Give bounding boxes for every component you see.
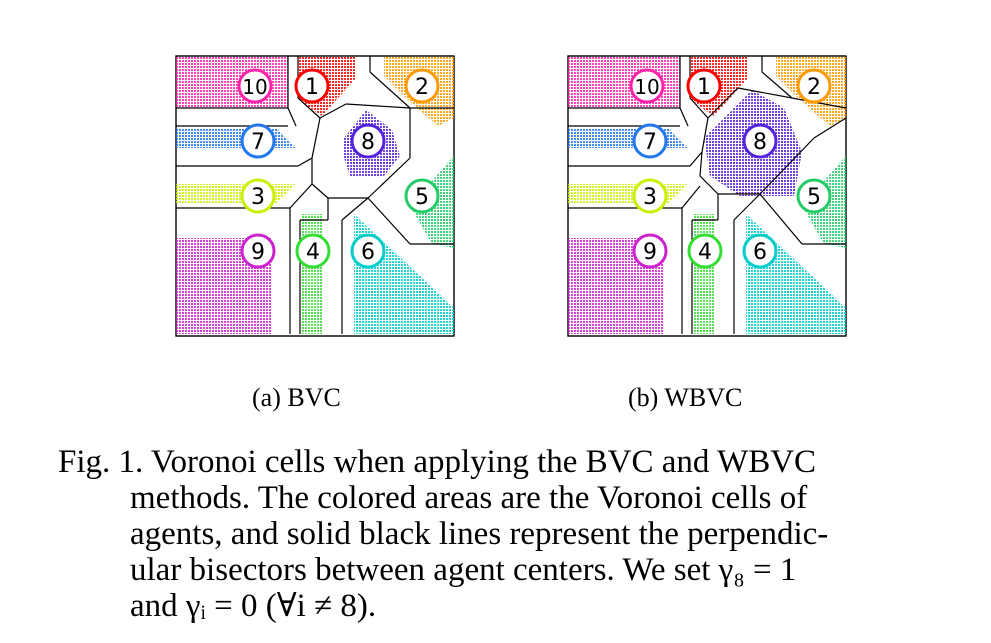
- agent-label-6: 6: [753, 240, 767, 265]
- subcaption-b: (b) WBVC: [628, 383, 743, 412]
- agent-label-8: 8: [753, 130, 767, 155]
- agent-circle-3: [240, 178, 276, 214]
- bisector-line: [341, 197, 369, 221]
- agent-label-2: 2: [415, 75, 429, 100]
- panel-b-wbvc: 1 2 3 4 5 6 7 8 9 10: [567, 55, 847, 337]
- bisector-line: [813, 117, 847, 139]
- agent-circle-9: [240, 233, 276, 269]
- bisector-line: [791, 97, 847, 109]
- bisector-line: [737, 87, 793, 99]
- agent-circle-9: [632, 233, 668, 269]
- agent-circle-2: [404, 68, 440, 104]
- voronoi-cell-agent-7: [568, 128, 688, 148]
- agent-circle-5: [796, 178, 832, 214]
- bisector-line: [679, 107, 689, 127]
- agent-circle-7: [240, 123, 276, 159]
- agent-circle-7: [632, 123, 668, 159]
- bisector-line: [699, 151, 703, 177]
- caption-line-2: methods. The colored areas are the Voron…: [130, 480, 808, 516]
- agent-label-9: 9: [643, 240, 657, 265]
- agent-circle-2: [796, 68, 832, 104]
- bisector-line: [701, 117, 709, 153]
- agent-circle-3: [632, 178, 668, 214]
- bisector-line: [759, 137, 815, 195]
- agent-circle-6: [350, 233, 386, 269]
- bisector-line: [369, 71, 411, 109]
- caption-line-3: agents, and solid black lines represent …: [130, 516, 829, 552]
- agent-label-1: 1: [697, 75, 711, 100]
- caption-line-5: and γᵢ = 0 (∀i ≠ 8).: [130, 588, 377, 624]
- bisector-line: [311, 183, 329, 199]
- agent-label-4: 4: [306, 240, 320, 265]
- bisector-line: [287, 107, 297, 127]
- bisector-line: [311, 117, 321, 159]
- agent-circle-4: [295, 233, 331, 269]
- agent-label-10: 10: [242, 75, 267, 99]
- bisector-line: [297, 157, 313, 167]
- bisector-line: [367, 197, 411, 245]
- agent-label-8: 8: [361, 130, 375, 155]
- bisector-line: [681, 185, 701, 209]
- bisector-line: [699, 175, 719, 195]
- bisector-line: [345, 103, 411, 109]
- agent-circle-4: [687, 233, 723, 269]
- agent-label-10: 10: [634, 75, 659, 99]
- agent-label-1: 1: [305, 75, 319, 100]
- agent-label-3: 3: [643, 185, 657, 210]
- agent-label-2: 2: [807, 75, 821, 100]
- agent-label-6: 6: [361, 240, 375, 265]
- agent-circle-1: [294, 68, 330, 104]
- panel-a-bvc: 1 2 3 4 5 6 7 8 9 10: [175, 55, 455, 337]
- voronoi-cell-agent-3: [176, 184, 296, 204]
- caption-line-1: Fig. 1. Voronoi cells when applying the …: [58, 444, 817, 480]
- agent-circle-8: [742, 123, 778, 159]
- voronoi-cell-agent-4: [302, 214, 322, 334]
- bisector-line: [761, 71, 793, 99]
- agent-circle-1: [686, 68, 722, 104]
- bisector-line: [707, 87, 739, 119]
- agent-label-5: 5: [415, 185, 429, 210]
- agent-circle-8: [350, 123, 386, 159]
- agent-label-7: 7: [251, 130, 265, 155]
- agent-circle-10: [237, 68, 273, 104]
- bisector-line: [689, 97, 709, 119]
- bisector-line: [297, 97, 321, 119]
- voronoi-cell-agent-4: [694, 214, 714, 334]
- agent-circle-10: [629, 68, 665, 104]
- agent-circle-6: [742, 233, 778, 269]
- subcaption-a: (a) BVC: [252, 383, 341, 412]
- bisector-line: [367, 157, 411, 199]
- agent-label-4: 4: [698, 240, 712, 265]
- voronoi-cell-agent-7: [176, 128, 296, 148]
- voronoi-cell-agent-3: [568, 184, 688, 204]
- bisector-line: [733, 193, 761, 221]
- bisector-line: [689, 151, 703, 167]
- bisector-line: [759, 193, 803, 245]
- agent-label-7: 7: [643, 130, 657, 155]
- agent-label-5: 5: [807, 185, 821, 210]
- caption-line-4: ular bisectors between agent centers. We…: [130, 552, 797, 588]
- bisector-line: [289, 183, 313, 209]
- agent-circle-5: [404, 178, 440, 214]
- agent-label-9: 9: [251, 240, 265, 265]
- agent-label-3: 3: [251, 185, 265, 210]
- bisector-line: [319, 103, 347, 119]
